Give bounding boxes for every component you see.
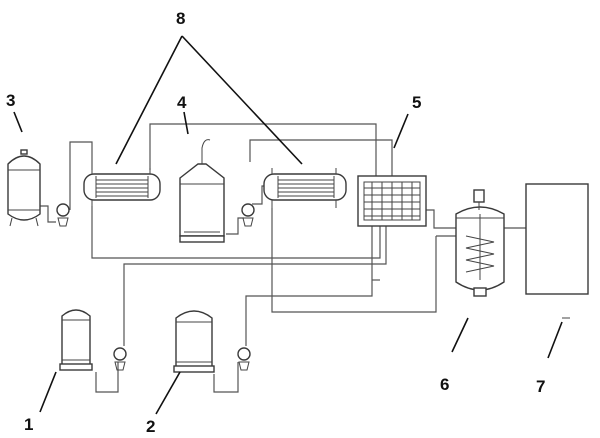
collection-unit-7 bbox=[525, 183, 589, 295]
pump-2 bbox=[237, 347, 251, 371]
shell-tube-exchanger-right bbox=[263, 168, 347, 208]
shell-tube-exchanger-left bbox=[83, 168, 161, 206]
distillation-vessel-4 bbox=[179, 139, 225, 243]
storage-tank-1 bbox=[59, 309, 93, 371]
label-3: 3 bbox=[6, 91, 15, 110]
label-1: 1 bbox=[24, 415, 33, 434]
label-7: 7 bbox=[536, 377, 545, 396]
label-5: 5 bbox=[412, 93, 421, 112]
label-6: 6 bbox=[440, 375, 449, 394]
jacketed-reactor-6 bbox=[455, 189, 505, 297]
storage-tank-3 bbox=[7, 149, 41, 227]
plate-heat-exchanger-5 bbox=[357, 175, 427, 227]
pump-1 bbox=[113, 347, 127, 371]
pump-3 bbox=[56, 203, 70, 227]
label-4: 4 bbox=[177, 93, 187, 112]
storage-tank-2 bbox=[173, 310, 215, 373]
leader-lines bbox=[13, 35, 570, 415]
label-2: 2 bbox=[146, 417, 155, 436]
pump-4 bbox=[241, 203, 255, 227]
piping bbox=[40, 123, 526, 393]
label-8: 8 bbox=[176, 9, 185, 28]
